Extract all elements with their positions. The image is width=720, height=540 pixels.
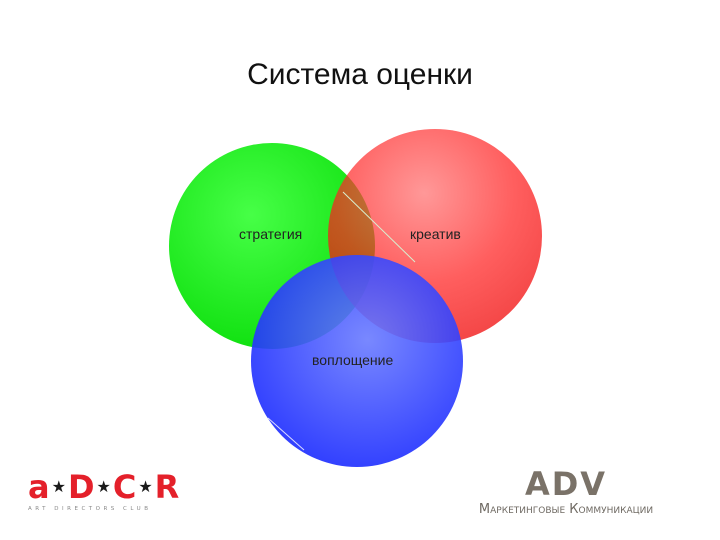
venn-guide-line	[342, 191, 416, 263]
label-strategy: стратегия	[239, 226, 303, 242]
venn-guide-line-lower	[267, 417, 305, 451]
slide-title: Система оценки	[247, 58, 473, 91]
adv-logo-subtitle: Маркетинговые Коммуникации	[478, 502, 654, 517]
adcr-logo: a★D★C★R ART DIRECTORS CLUB	[28, 468, 181, 520]
adcr-logo-mark: a★D★C★R	[28, 468, 181, 506]
adv-logo: ADV Маркетинговые Коммуникации	[436, 468, 696, 524]
label-execution: воплощение	[312, 352, 394, 368]
adv-logo-mark: ADV	[524, 465, 608, 503]
venn-circle-execution	[251, 255, 463, 467]
adcr-logo-subtitle: ART DIRECTORS CLUB	[28, 506, 152, 512]
label-creative: креатив	[410, 226, 461, 242]
